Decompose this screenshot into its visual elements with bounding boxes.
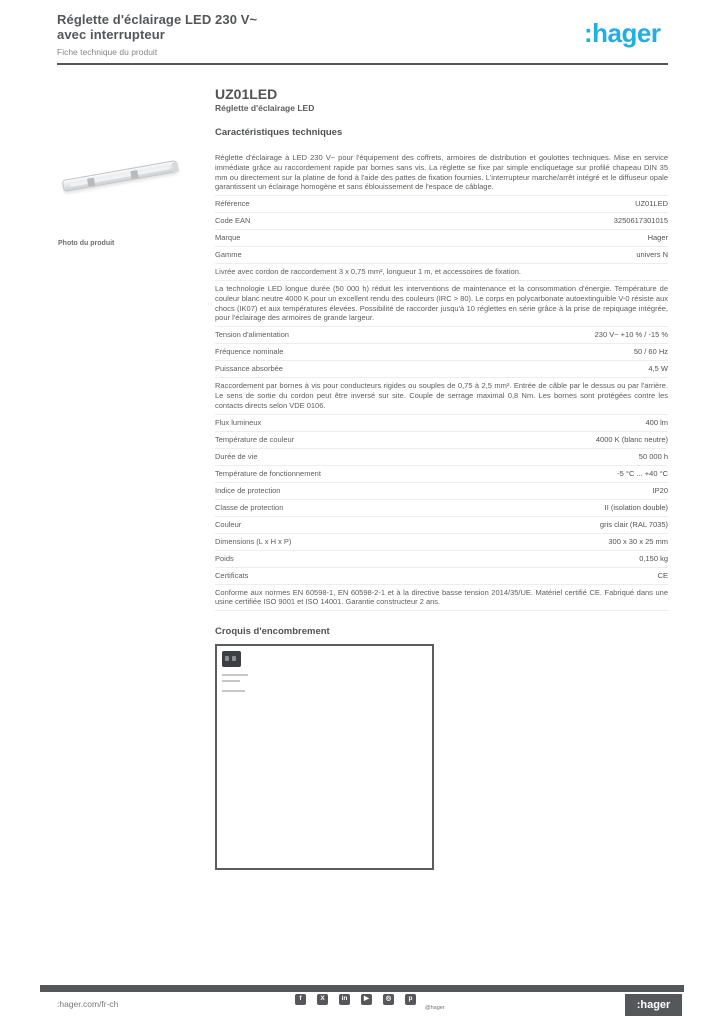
dimension-line bbox=[222, 690, 245, 692]
spec-value: 50 000 h bbox=[638, 451, 668, 461]
spec-value: 4000 K (blanc neutre) bbox=[595, 434, 668, 444]
spec-row: Référence UZ01LED bbox=[215, 196, 668, 214]
spec-row: Marque Hager bbox=[215, 230, 668, 248]
spec-label: Indice de protection bbox=[215, 485, 281, 495]
spec-row: Flux lumineux 400 lm bbox=[215, 415, 668, 432]
spec-row: Durée de vie 50 000 h bbox=[215, 449, 668, 466]
social-icons-row: f X in ▶ ◎ p bbox=[295, 994, 416, 1005]
spec-value: CE bbox=[657, 570, 668, 580]
spec-label: Code EAN bbox=[215, 216, 251, 226]
description-paragraph: La technologie LED longue durée (50 000 … bbox=[215, 281, 668, 328]
photo-caption: Photo du produit bbox=[58, 240, 115, 247]
spec-row: Couleur gris clair (RAL 7035) bbox=[215, 517, 668, 534]
footer-hager-logo-badge: :hager bbox=[625, 994, 682, 1016]
spec-row: Température de couleur 4000 K (blanc neu… bbox=[215, 432, 668, 449]
spec-value: gris clair (RAL 7035) bbox=[599, 519, 668, 529]
spec-label: Fréquence nominale bbox=[215, 347, 284, 357]
spec-label: Poids bbox=[215, 553, 234, 563]
document-title: Réglette d'éclairage LED 230 V~ avec int… bbox=[57, 12, 357, 57]
product-name: Réglette d'éclairage LED bbox=[215, 103, 315, 113]
social-caption: @hager bbox=[425, 1005, 445, 1011]
spec-value: 400 lm bbox=[645, 417, 668, 427]
title-line-2: avec interrupteur bbox=[57, 27, 165, 42]
spec-label: Référence bbox=[215, 199, 250, 209]
description-paragraph: Réglette d'éclairage à LED 230 V~ pour l… bbox=[215, 150, 668, 197]
spec-table: Réglette d'éclairage à LED 230 V~ pour l… bbox=[215, 150, 668, 612]
header-divider bbox=[57, 63, 668, 65]
hager-logo: :hager bbox=[584, 18, 661, 48]
spec-value: II (isolation double) bbox=[604, 502, 668, 512]
mounting-clip-icon bbox=[86, 177, 96, 187]
product-end-view-icon bbox=[222, 651, 241, 667]
spec-value: 230 V~ +10 % / -15 % bbox=[594, 330, 668, 340]
specs-section-title: Caractéristiques techniques bbox=[215, 127, 343, 138]
spec-label: Puissance absorbée bbox=[215, 364, 283, 374]
title-line-1: Réglette d'éclairage LED 230 V~ bbox=[57, 12, 258, 27]
mounting-clip-icon bbox=[130, 169, 139, 180]
spec-value: 4,5 W bbox=[648, 364, 668, 374]
spec-row: Certificats CE bbox=[215, 568, 668, 585]
youtube-icon[interactable]: ▶ bbox=[361, 994, 372, 1005]
description-paragraph: Conforme aux normes EN 60598-1, EN 60598… bbox=[215, 585, 668, 612]
facebook-icon[interactable]: f bbox=[295, 994, 306, 1005]
spec-row: Code EAN 3250617301015 bbox=[215, 213, 668, 231]
spec-label: Certificats bbox=[215, 570, 249, 580]
pinterest-icon[interactable]: p bbox=[405, 994, 416, 1005]
led-strip-lens bbox=[69, 166, 171, 187]
spec-row: Classe de protection II (isolation doubl… bbox=[215, 500, 668, 517]
spec-label: Température de fonctionnement bbox=[215, 468, 321, 478]
spec-value: UZ01LED bbox=[635, 199, 668, 209]
dimension-line bbox=[222, 680, 240, 682]
spec-value: Hager bbox=[647, 233, 668, 243]
spec-row: Gamme univers N bbox=[215, 247, 668, 265]
instagram-icon[interactable]: ◎ bbox=[383, 994, 394, 1005]
product-reference: UZ01LED bbox=[215, 86, 278, 102]
spec-value: IP20 bbox=[652, 485, 668, 495]
spec-label: Durée de vie bbox=[215, 451, 258, 461]
spec-label: Tension d'alimentation bbox=[215, 330, 289, 340]
spec-row: Tension d'alimentation 230 V~ +10 % / -1… bbox=[215, 327, 668, 345]
footer-divider-bar bbox=[40, 985, 684, 992]
spec-label: Classe de protection bbox=[215, 502, 284, 512]
spec-row: Puissance absorbée 4,5 W bbox=[215, 361, 668, 379]
dimension-drawing-box bbox=[215, 644, 434, 870]
spec-value: -5 °C ... +40 °C bbox=[617, 468, 668, 478]
description-paragraph: Livrée avec cordon de raccordement 3 x 0… bbox=[215, 264, 668, 281]
spec-label: Température de couleur bbox=[215, 434, 295, 444]
product-photo bbox=[58, 148, 182, 208]
spec-label: Flux lumineux bbox=[215, 417, 262, 427]
spec-row: Poids 0,150 kg bbox=[215, 551, 668, 568]
spec-value: 0,150 kg bbox=[639, 553, 668, 563]
spec-row: Dimensions (L x H x P) 300 x 30 x 25 mm bbox=[215, 534, 668, 551]
endcap-icon bbox=[171, 161, 180, 173]
footer-website-link[interactable]: :hager.com/fr-ch bbox=[57, 999, 119, 1009]
drawing-detail bbox=[225, 656, 229, 661]
linkedin-icon[interactable]: in bbox=[339, 994, 350, 1005]
spec-label: Marque bbox=[215, 233, 241, 243]
spec-row: Indice de protection IP20 bbox=[215, 483, 668, 500]
spec-value: univers N bbox=[636, 250, 668, 260]
description-paragraph: Raccordement par bornes à vis pour condu… bbox=[215, 378, 668, 415]
spec-value: 300 x 30 x 25 mm bbox=[608, 536, 668, 546]
drawing-detail bbox=[232, 656, 236, 661]
spec-label: Gamme bbox=[215, 250, 242, 260]
title-subtitle: Fiche technique du produit bbox=[57, 47, 158, 57]
main-column: UZ01LED Réglette d'éclairage LED Caracté… bbox=[215, 86, 668, 612]
x-icon[interactable]: X bbox=[317, 994, 328, 1005]
spec-label: Couleur bbox=[215, 519, 242, 529]
spec-row: Fréquence nominale 50 / 60 Hz bbox=[215, 344, 668, 362]
spec-row: Température de fonctionnement -5 °C ... … bbox=[215, 466, 668, 483]
spec-label: Dimensions (L x H x P) bbox=[215, 536, 292, 546]
dimension-line bbox=[222, 674, 248, 676]
spec-value: 3250617301015 bbox=[613, 216, 668, 226]
led-strip-image bbox=[61, 160, 180, 192]
diagram-section: Croquis d'encombrement bbox=[215, 626, 475, 870]
diagram-section-title: Croquis d'encombrement bbox=[215, 626, 330, 637]
spec-value: 50 / 60 Hz bbox=[633, 347, 668, 357]
